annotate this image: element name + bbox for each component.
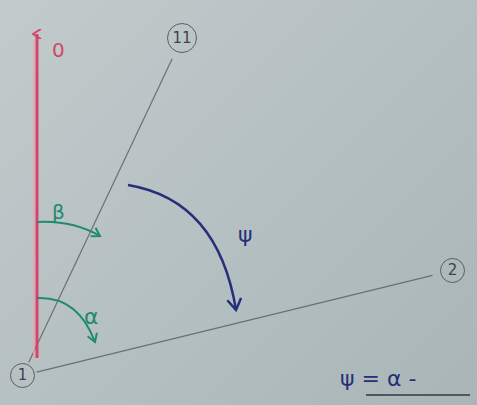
ray-line — [29, 59, 172, 363]
callout-number: 2 — [448, 263, 458, 278]
reference-arrow — [36, 34, 39, 358]
psi-arc — [128, 185, 236, 310]
reference-shadow — [33, 40, 35, 358]
angle-label: β — [52, 202, 65, 222]
callout-circle: 1 — [10, 363, 35, 388]
formula-note: ψ = α - — [340, 368, 416, 390]
ray-line — [37, 275, 433, 372]
angle-label: ψ — [238, 224, 253, 246]
beta-arc — [37, 222, 100, 236]
angle-label: α — [84, 306, 99, 328]
callout-circle: 2 — [440, 258, 465, 283]
callout-circle: 11 — [167, 23, 197, 53]
underline — [366, 394, 470, 396]
callout-number: 11 — [172, 31, 191, 46]
callout-number: 1 — [18, 368, 28, 383]
reference-label: 0 — [52, 40, 65, 60]
